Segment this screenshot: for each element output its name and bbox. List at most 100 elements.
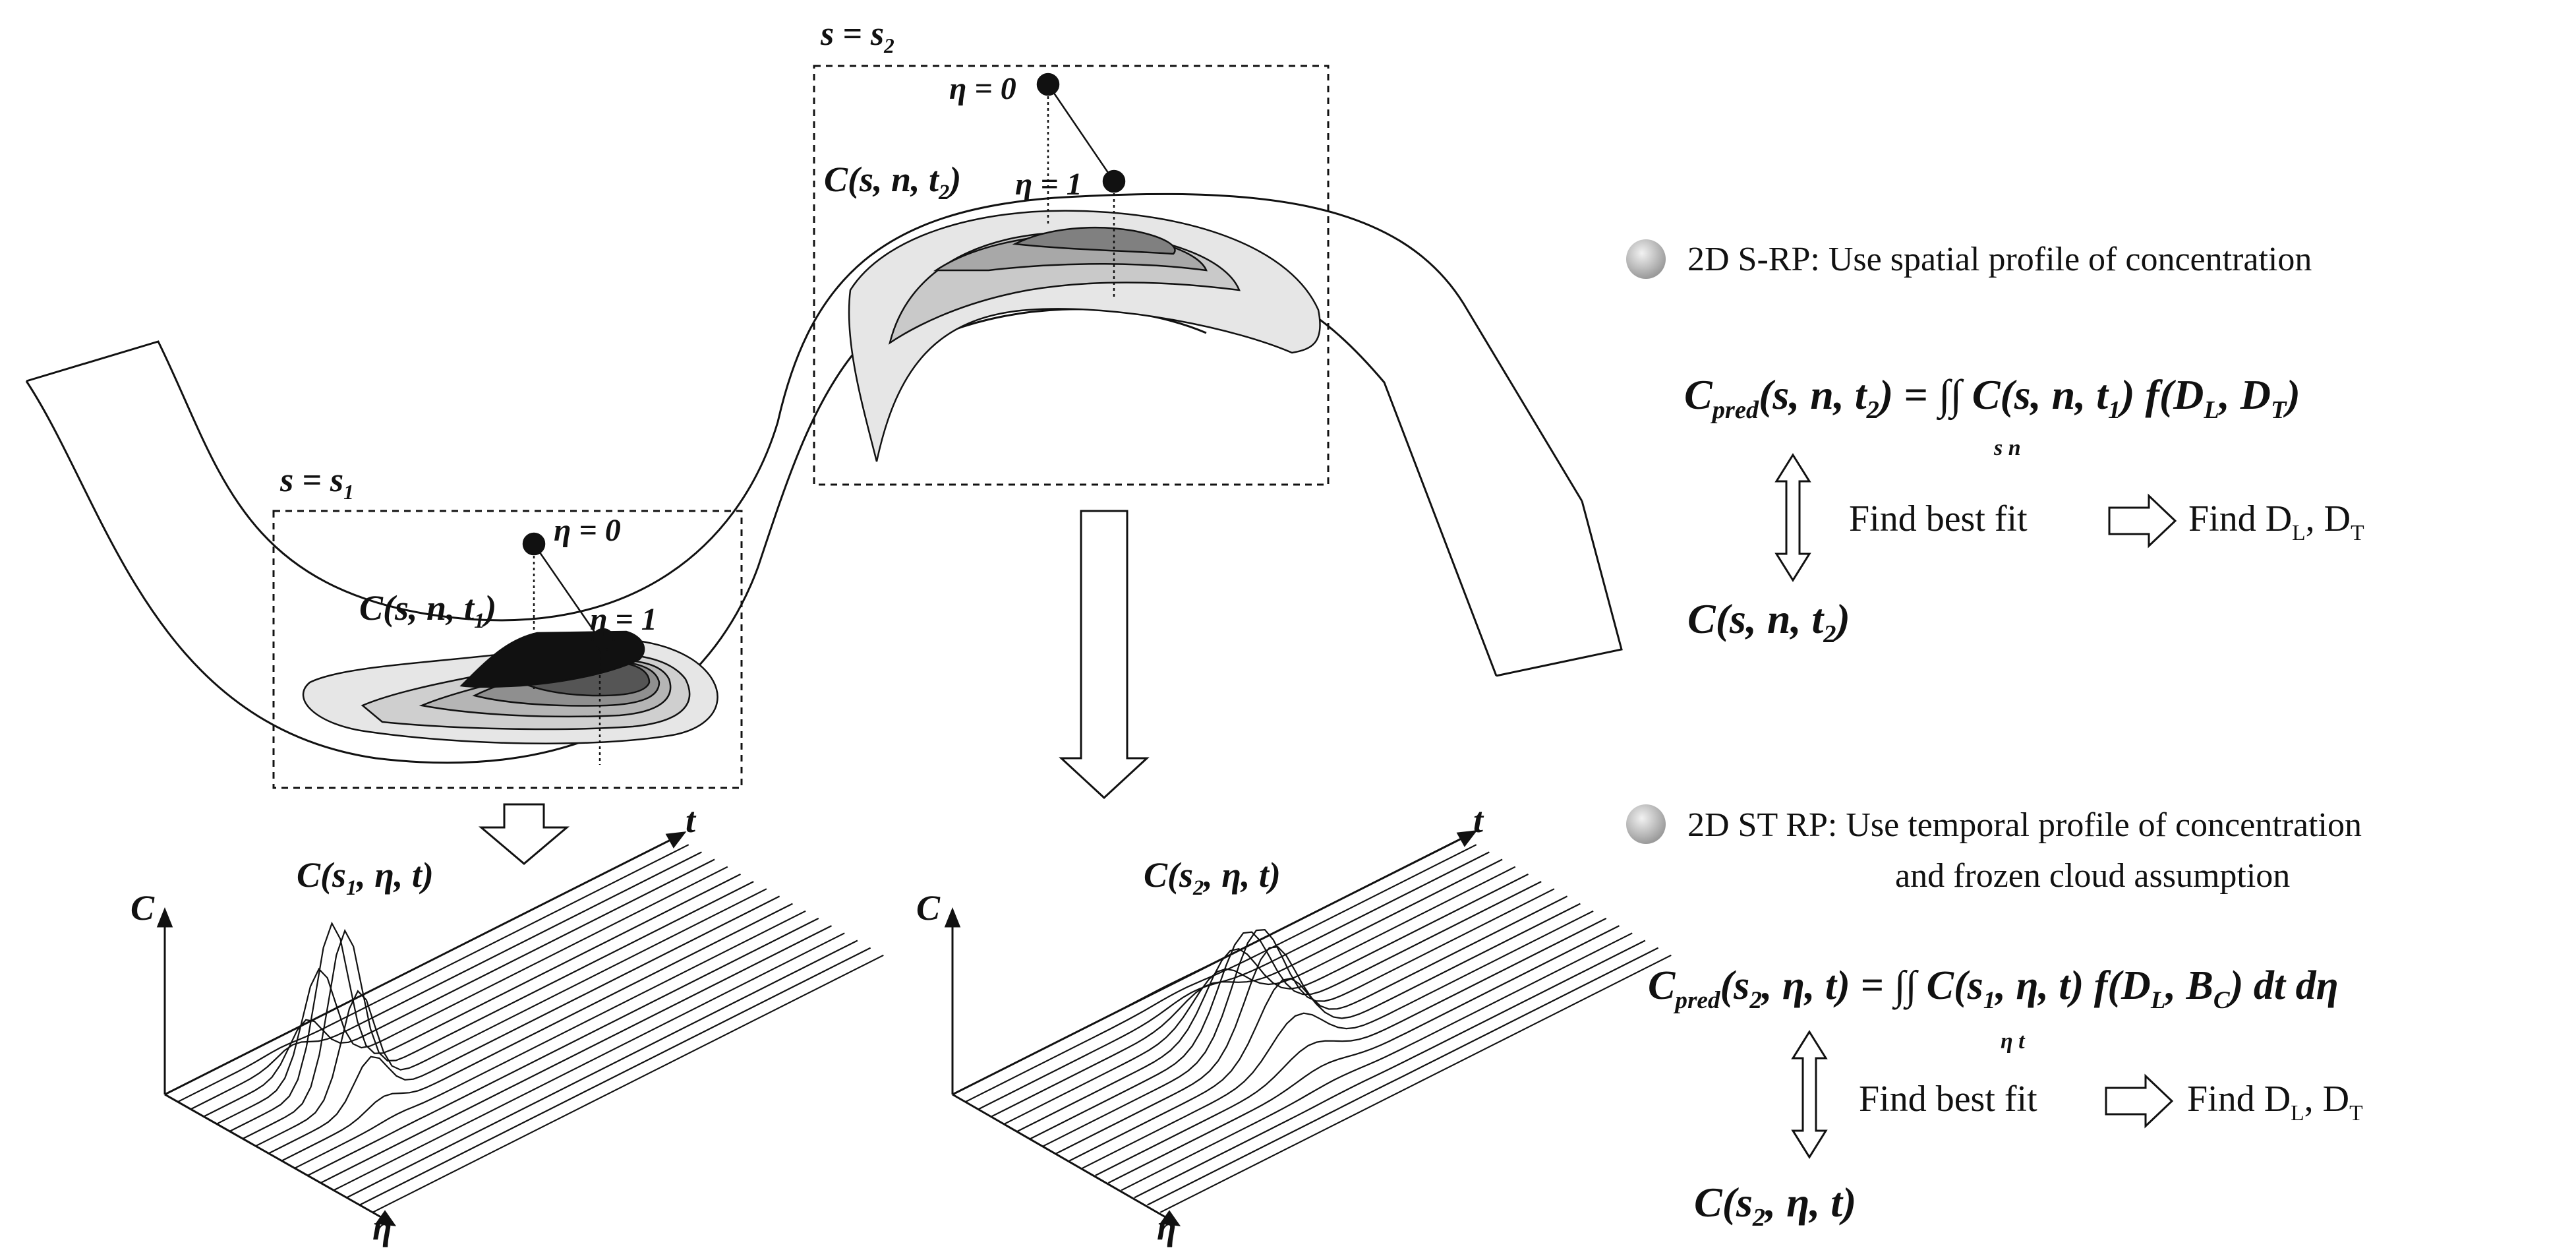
waterfall-s1-trace [255,888,767,1147]
waterfall-s2-trace [978,851,1490,1110]
transect-s2-eta0-dot [1036,73,1060,96]
method-strp-right-arrow [2105,1073,2174,1129]
plume-s1 [302,630,718,744]
panel-s2-conc: C(s, n, t2) [824,160,961,204]
method-strp-target: C(s2, η, t) [1694,1179,1856,1232]
waterfall-s1-trace [203,858,715,1118]
method-strp-description-line1: 2D ST RP: Use temporal profile of concen… [1687,806,2362,844]
arrow-down-s1 [478,803,570,865]
waterfall-s1-title: C(s1, η, t) [297,855,434,900]
panel-s1-box [272,510,743,789]
waterfall-plot-s2: C t η C(s2, η, t) [916,800,1672,1247]
channel-end [1496,500,1623,677]
axis-eta-s1 [164,1093,386,1221]
axis-t-s2-arrow [1456,830,1478,847]
panel-s1-eta0: η = 0 [554,513,621,548]
transect-s1-line [533,543,601,640]
waterfall-s2-trace [1121,932,1633,1191]
axis-c-s1-arrow [156,907,173,928]
waterfall-s2-trace [1095,917,1607,1176]
panel-s1-conc: C(s, n, t1) [359,588,496,633]
panel-s2-label: s = s2 [820,15,894,57]
axis-t-s2 [952,835,1467,1096]
axis-eta-s1-label: η [372,1208,392,1247]
method-strp-find-label: Find DL, DT [2187,1079,2363,1125]
panel-s2-eta1: η = 1 [1015,167,1082,202]
waterfall-s1-trace [333,932,845,1191]
waterfall-s2-axes [944,830,1478,1226]
method-strp-bullet [1626,804,1666,844]
waterfall-s2-trace [965,844,1477,1103]
waterfall-s2-trace [1030,881,1542,1140]
axis-t-s1-arrow [665,831,687,849]
arrow-down-s2 [1059,510,1150,800]
transect-s2-eta1-dot [1102,169,1126,193]
waterfall-s2-trace [1108,925,1620,1184]
transect-s1 [522,532,615,765]
waterfall-s1-trace [190,851,702,1110]
method-srp-integral-limits: s n [1993,436,2021,460]
method-strp-double-arrow [1791,1030,1828,1159]
method-strp-integral-limits: η t [2001,1029,2026,1054]
transect-s1-eta1-dot [591,628,615,651]
waterfall-s2-title: C(s2, η, t) [1144,855,1281,900]
transect-s1-eta0-dot [522,532,546,556]
panel-s2-eta0: η = 0 [949,71,1016,106]
method-srp-double-arrow [1774,453,1811,582]
waterfall-s1-trace [320,925,832,1184]
method-strp: 2D ST RP: Use temporal profile of concen… [1626,804,2363,1232]
method-srp-right-arrow [2108,493,2177,549]
waterfall-s2-trace [1004,866,1516,1125]
method-srp-fit-label: Find best fit [1849,498,2028,539]
waterfall-s1-axes [156,831,687,1226]
axis-t-s1 [164,836,676,1096]
waterfall-plot-s1: C t η C(s1, η, t) [131,800,884,1247]
waterfall-s1-trace [268,895,780,1154]
waterfall-s1-trace [216,866,728,1125]
axis-eta-s2-label: η [1157,1208,1177,1247]
method-srp-bullet [1626,239,1666,279]
channel-left-bank [26,193,1583,622]
axis-c-s1-label: C [131,888,155,928]
waterfall-s1-trace [294,910,806,1169]
waterfall-s1-trace [229,873,741,1132]
axis-eta-s2 [952,1093,1171,1221]
waterfall-s2-trace [1017,873,1529,1132]
waterfall-s2-trace [1068,903,1581,1162]
panel-s2-box [813,65,1330,486]
method-srp-equation: Cpred(s, n, t2) = ∫∫ C(s, n, t1) f(DL, D… [1684,371,2300,424]
axis-eta-s1-arrow [375,1210,397,1226]
transect-s2-line [1047,84,1115,182]
waterfall-s2-trace [1056,895,1568,1154]
waterfall-s2-trace [1134,940,1646,1199]
waterfall-s1-trace [346,940,858,1199]
method-srp-target: C(s, n, t2) [1687,595,1850,648]
waterfall-s2-trace [1159,954,1672,1213]
method-srp-find-label: Find DL, DT [2188,498,2364,545]
waterfall-s2-trace [1147,947,1659,1206]
plume-s2-core [1012,226,1176,255]
waterfall-s1-trace [281,903,793,1162]
method-strp-equation: Cpred(s2, η, t) = ∫∫ C(s1, η, t) f(DL, B… [1648,963,2339,1014]
waterfall-s1-trace [307,917,819,1176]
waterfall-s2-trace [1043,888,1555,1147]
waterfall-s2-trace [991,858,1503,1118]
transect-s2 [1036,73,1126,300]
axis-t-s1-label: t [686,800,697,840]
waterfall-s1-traces [164,837,884,1213]
waterfall-s1-trace [359,947,871,1206]
axis-t-s2-label: t [1473,800,1484,840]
waterfall-s1-trace [177,844,689,1103]
method-strp-fit-label: Find best fit [1859,1079,2037,1120]
axis-eta-s2-arrow [1159,1210,1181,1226]
panel-s1-label: s = s1 [279,462,354,504]
panel-s1-eta1: η = 1 [590,602,657,637]
method-srp-description: 2D S-RP: Use spatial profile of concentr… [1687,241,2312,278]
axis-c-s2-label: C [916,888,941,928]
waterfall-s2-trace [1082,910,1594,1169]
river-channel [25,193,1623,764]
method-srp: 2D S-RP: Use spatial profile of concentr… [1626,239,2364,648]
method-strp-description-line2: and frozen cloud assumption [1895,857,2290,895]
waterfall-s1-trace [372,954,884,1213]
